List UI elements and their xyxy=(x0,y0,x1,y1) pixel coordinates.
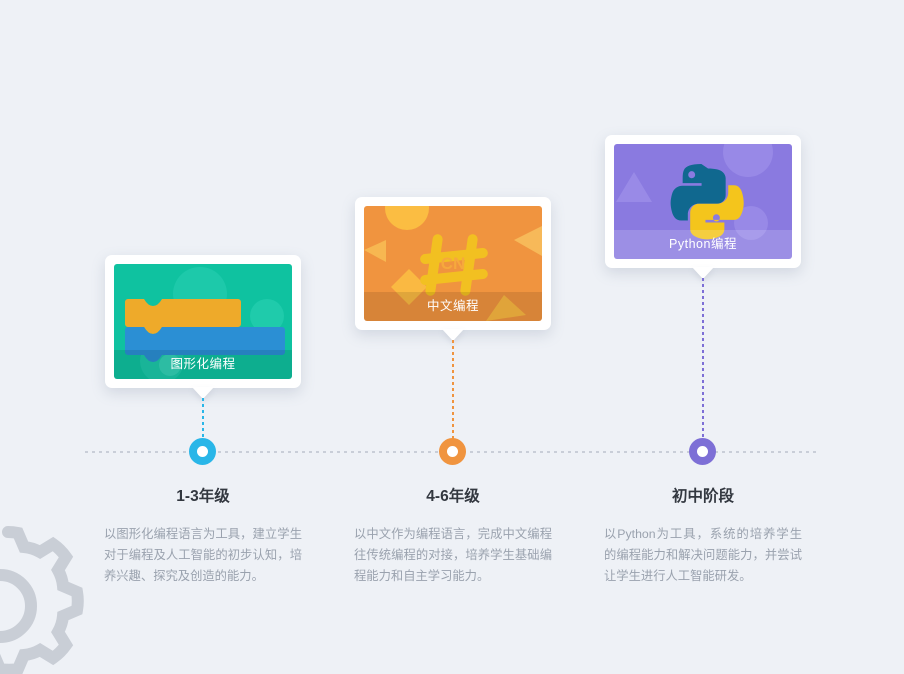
stage-3-title: 初中阶段 xyxy=(671,488,734,505)
stage-2-marker[interactable] xyxy=(439,438,466,465)
stage-card-2-tail xyxy=(442,329,464,341)
stage-2-description: 以中文作为编程语言，完成中文编程往传统编程的对接，培养学生基础编程能力和自主学习… xyxy=(354,527,552,583)
gear-icon xyxy=(0,526,84,674)
hash-cn-icon: CN xyxy=(364,206,542,321)
stage-3-description: 以Python为工具，系统的培养学生的编程能力和解决问题能力，并尝试让学生进行人… xyxy=(604,527,802,583)
stage-1-description: 以图形化编程语言为工具，建立学生对于编程及人工智能的初步认知，培养兴趣、探究及创… xyxy=(104,527,302,583)
stage-card-3-label: Python编程 xyxy=(614,230,792,259)
scratch-blocks-icon xyxy=(125,267,285,379)
stage-1-title: 1-3年级 xyxy=(176,488,230,505)
stage-1-connector xyxy=(202,398,204,443)
stage-2-connector xyxy=(452,340,454,443)
stage-card-1[interactable]: 图形化编程 xyxy=(105,255,301,399)
stage-card-2-frame: CN 中文编程 xyxy=(355,197,551,330)
stage-card-2[interactable]: CN 中文编程 xyxy=(355,197,551,341)
stage-card-3-tail xyxy=(692,267,714,279)
python-logo-icon xyxy=(616,144,773,240)
stage-card-1-frame: 图形化编程 xyxy=(105,255,301,388)
stage-card-3[interactable]: Python编程 xyxy=(605,135,801,279)
stage-card-1-tail xyxy=(192,387,214,399)
stage-3-marker[interactable] xyxy=(689,438,716,465)
stage-2-title: 4-6年级 xyxy=(426,488,480,505)
stage-card-1-label: 图形化编程 xyxy=(114,350,292,379)
stage-card-3-frame: Python编程 xyxy=(605,135,801,268)
svg-text:CN: CN xyxy=(441,254,466,273)
stage-card-1-art: 图形化编程 xyxy=(114,264,292,379)
stage-3-connector xyxy=(702,278,704,443)
course-stage-timeline: 图形化编程 1-3年级 以图形化编程语言为工具，建立学生对于编程及人工智能的初步… xyxy=(0,135,820,674)
stage-card-2-art: CN 中文编程 xyxy=(364,206,542,321)
stage-card-3-art: Python编程 xyxy=(614,144,792,259)
stage-card-2-label: 中文编程 xyxy=(364,292,542,321)
stage-1-marker[interactable] xyxy=(189,438,216,465)
